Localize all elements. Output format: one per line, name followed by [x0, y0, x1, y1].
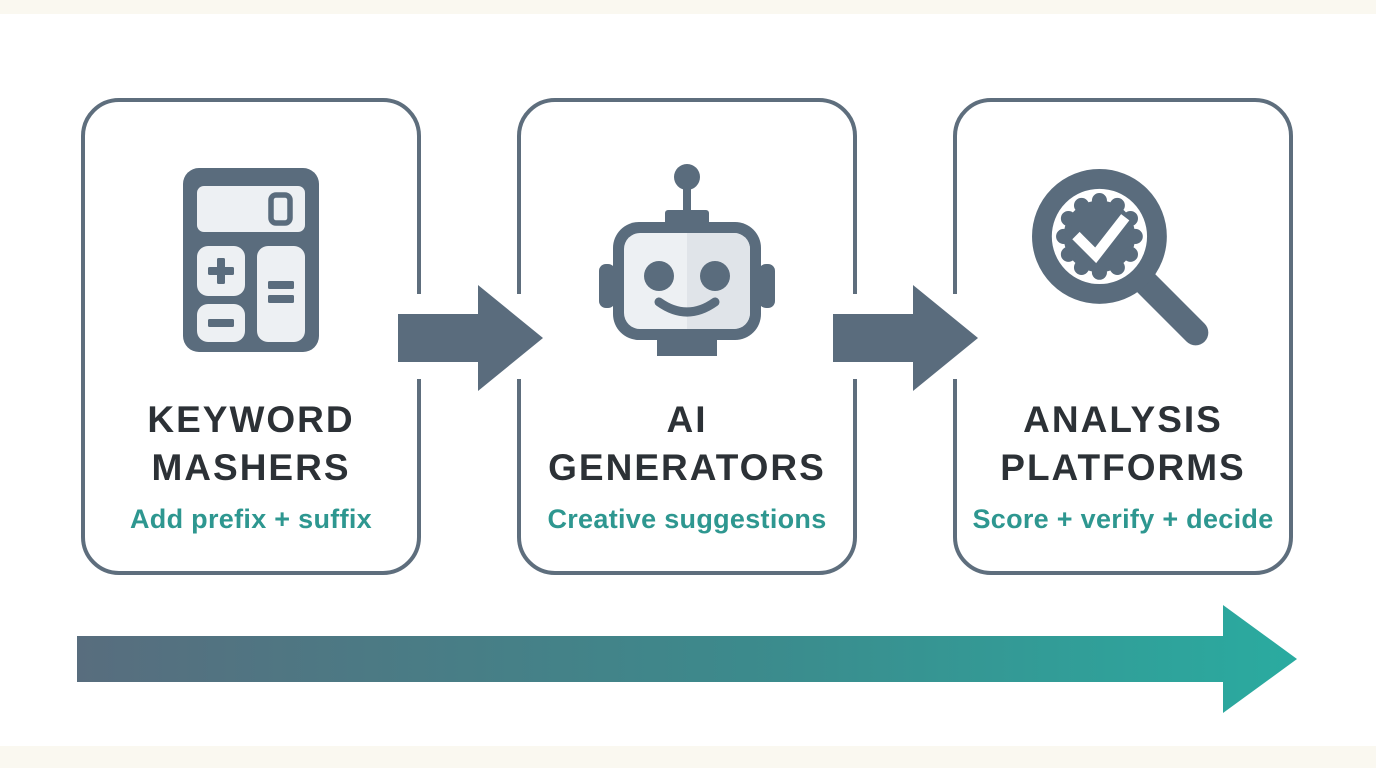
calculator-icon — [183, 164, 319, 356]
stage-title: ANALYSIS PLATFORMS — [1000, 399, 1246, 488]
stage-title: KEYWORD MASHERS — [147, 399, 355, 488]
stage-card-analysis-platforms: ANALYSIS PLATFORMS Score + verify + deci… — [953, 98, 1293, 575]
stage-title: AI GENERATORS — [548, 399, 826, 488]
arrow-right-icon — [833, 285, 978, 391]
top-edge-strip — [0, 0, 1376, 14]
magnifier-check-icon — [1024, 164, 1222, 356]
robot-icon — [599, 164, 775, 356]
stage-subtitle: Score + verify + decide — [972, 504, 1274, 534]
stage-card-ai-generators: AI GENERATORS Creative suggestions — [517, 98, 857, 575]
stage-subtitle: Add prefix + suffix — [130, 504, 372, 534]
bottom-edge-strip — [0, 746, 1376, 768]
gradient-flow-arrow-icon — [77, 605, 1297, 713]
stage-subtitle: Creative suggestions — [547, 504, 827, 534]
stage-card-keyword-mashers: KEYWORD MASHERS Add prefix + suffix — [81, 98, 421, 575]
arrow-right-icon — [398, 285, 543, 391]
